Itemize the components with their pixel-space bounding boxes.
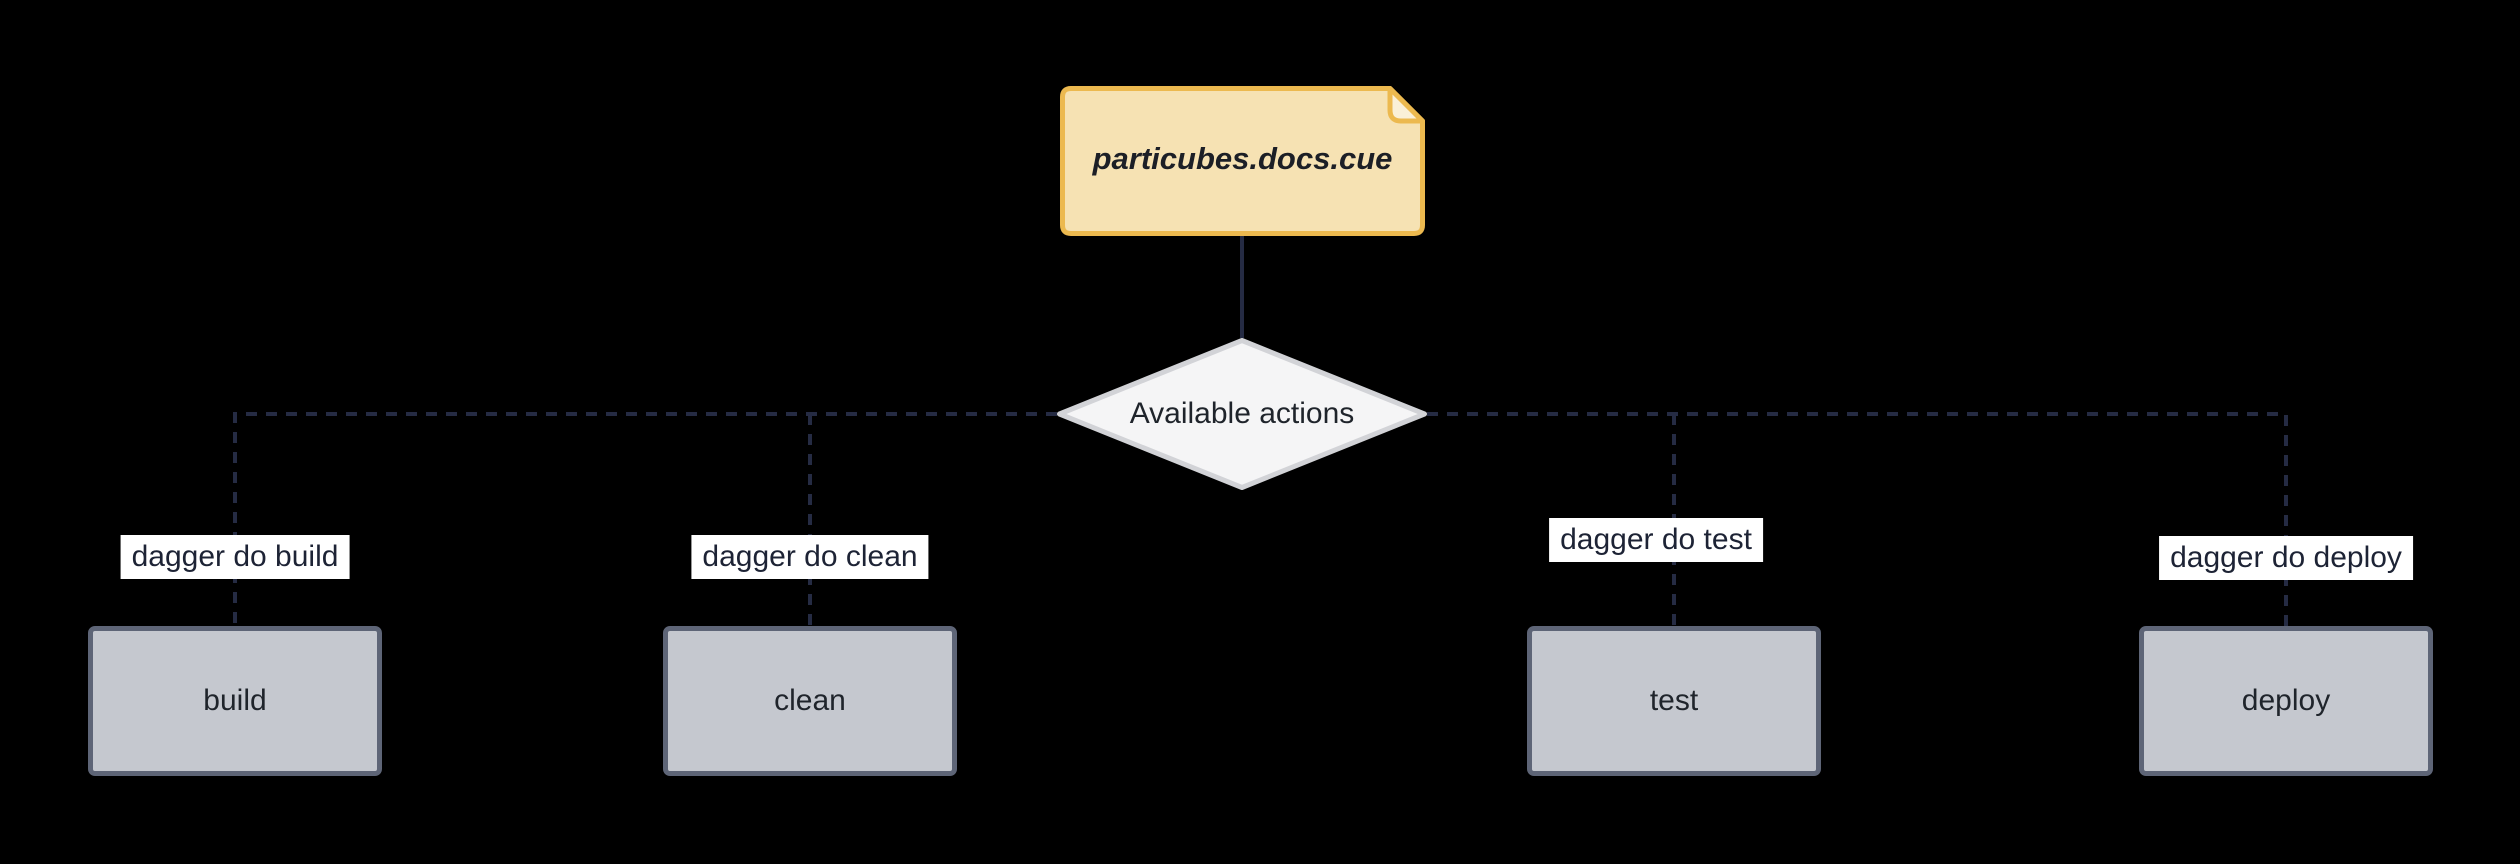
action-node-clean: clean <box>663 626 957 776</box>
file-node-label: particubes.docs.cue <box>1092 141 1393 176</box>
diamond-shape-icon <box>1057 338 1427 490</box>
edge-label-dagger-do-test: dagger do test <box>1549 518 1763 562</box>
document-shape-icon <box>1060 86 1425 236</box>
action-node-label: deploy <box>2241 684 2331 717</box>
action-node-label: test <box>1649 684 1699 717</box>
action-node-test: test <box>1527 626 1821 776</box>
diamond-body <box>1057 338 1427 490</box>
action-node-deploy: deploy <box>2139 626 2433 776</box>
decision-node-available-actions: Available actions <box>1057 338 1427 490</box>
action-node-build: build <box>88 626 382 776</box>
edge-decision-to-build <box>233 412 1057 626</box>
document-folded-corner-icon <box>1387 86 1425 124</box>
action-node-label: build <box>203 684 267 717</box>
file-node-particubes-docs-cue: particubes.docs.cue <box>1060 86 1425 236</box>
edge-label-dagger-do-build: dagger do build <box>120 535 350 579</box>
edge-label-dagger-do-clean: dagger do clean <box>691 535 929 579</box>
decision-node-label: Available actions <box>1129 397 1355 430</box>
document-body <box>1060 86 1425 236</box>
action-node-label: clean <box>774 684 846 717</box>
edge-label-dagger-do-deploy: dagger do deploy <box>2159 536 2413 580</box>
